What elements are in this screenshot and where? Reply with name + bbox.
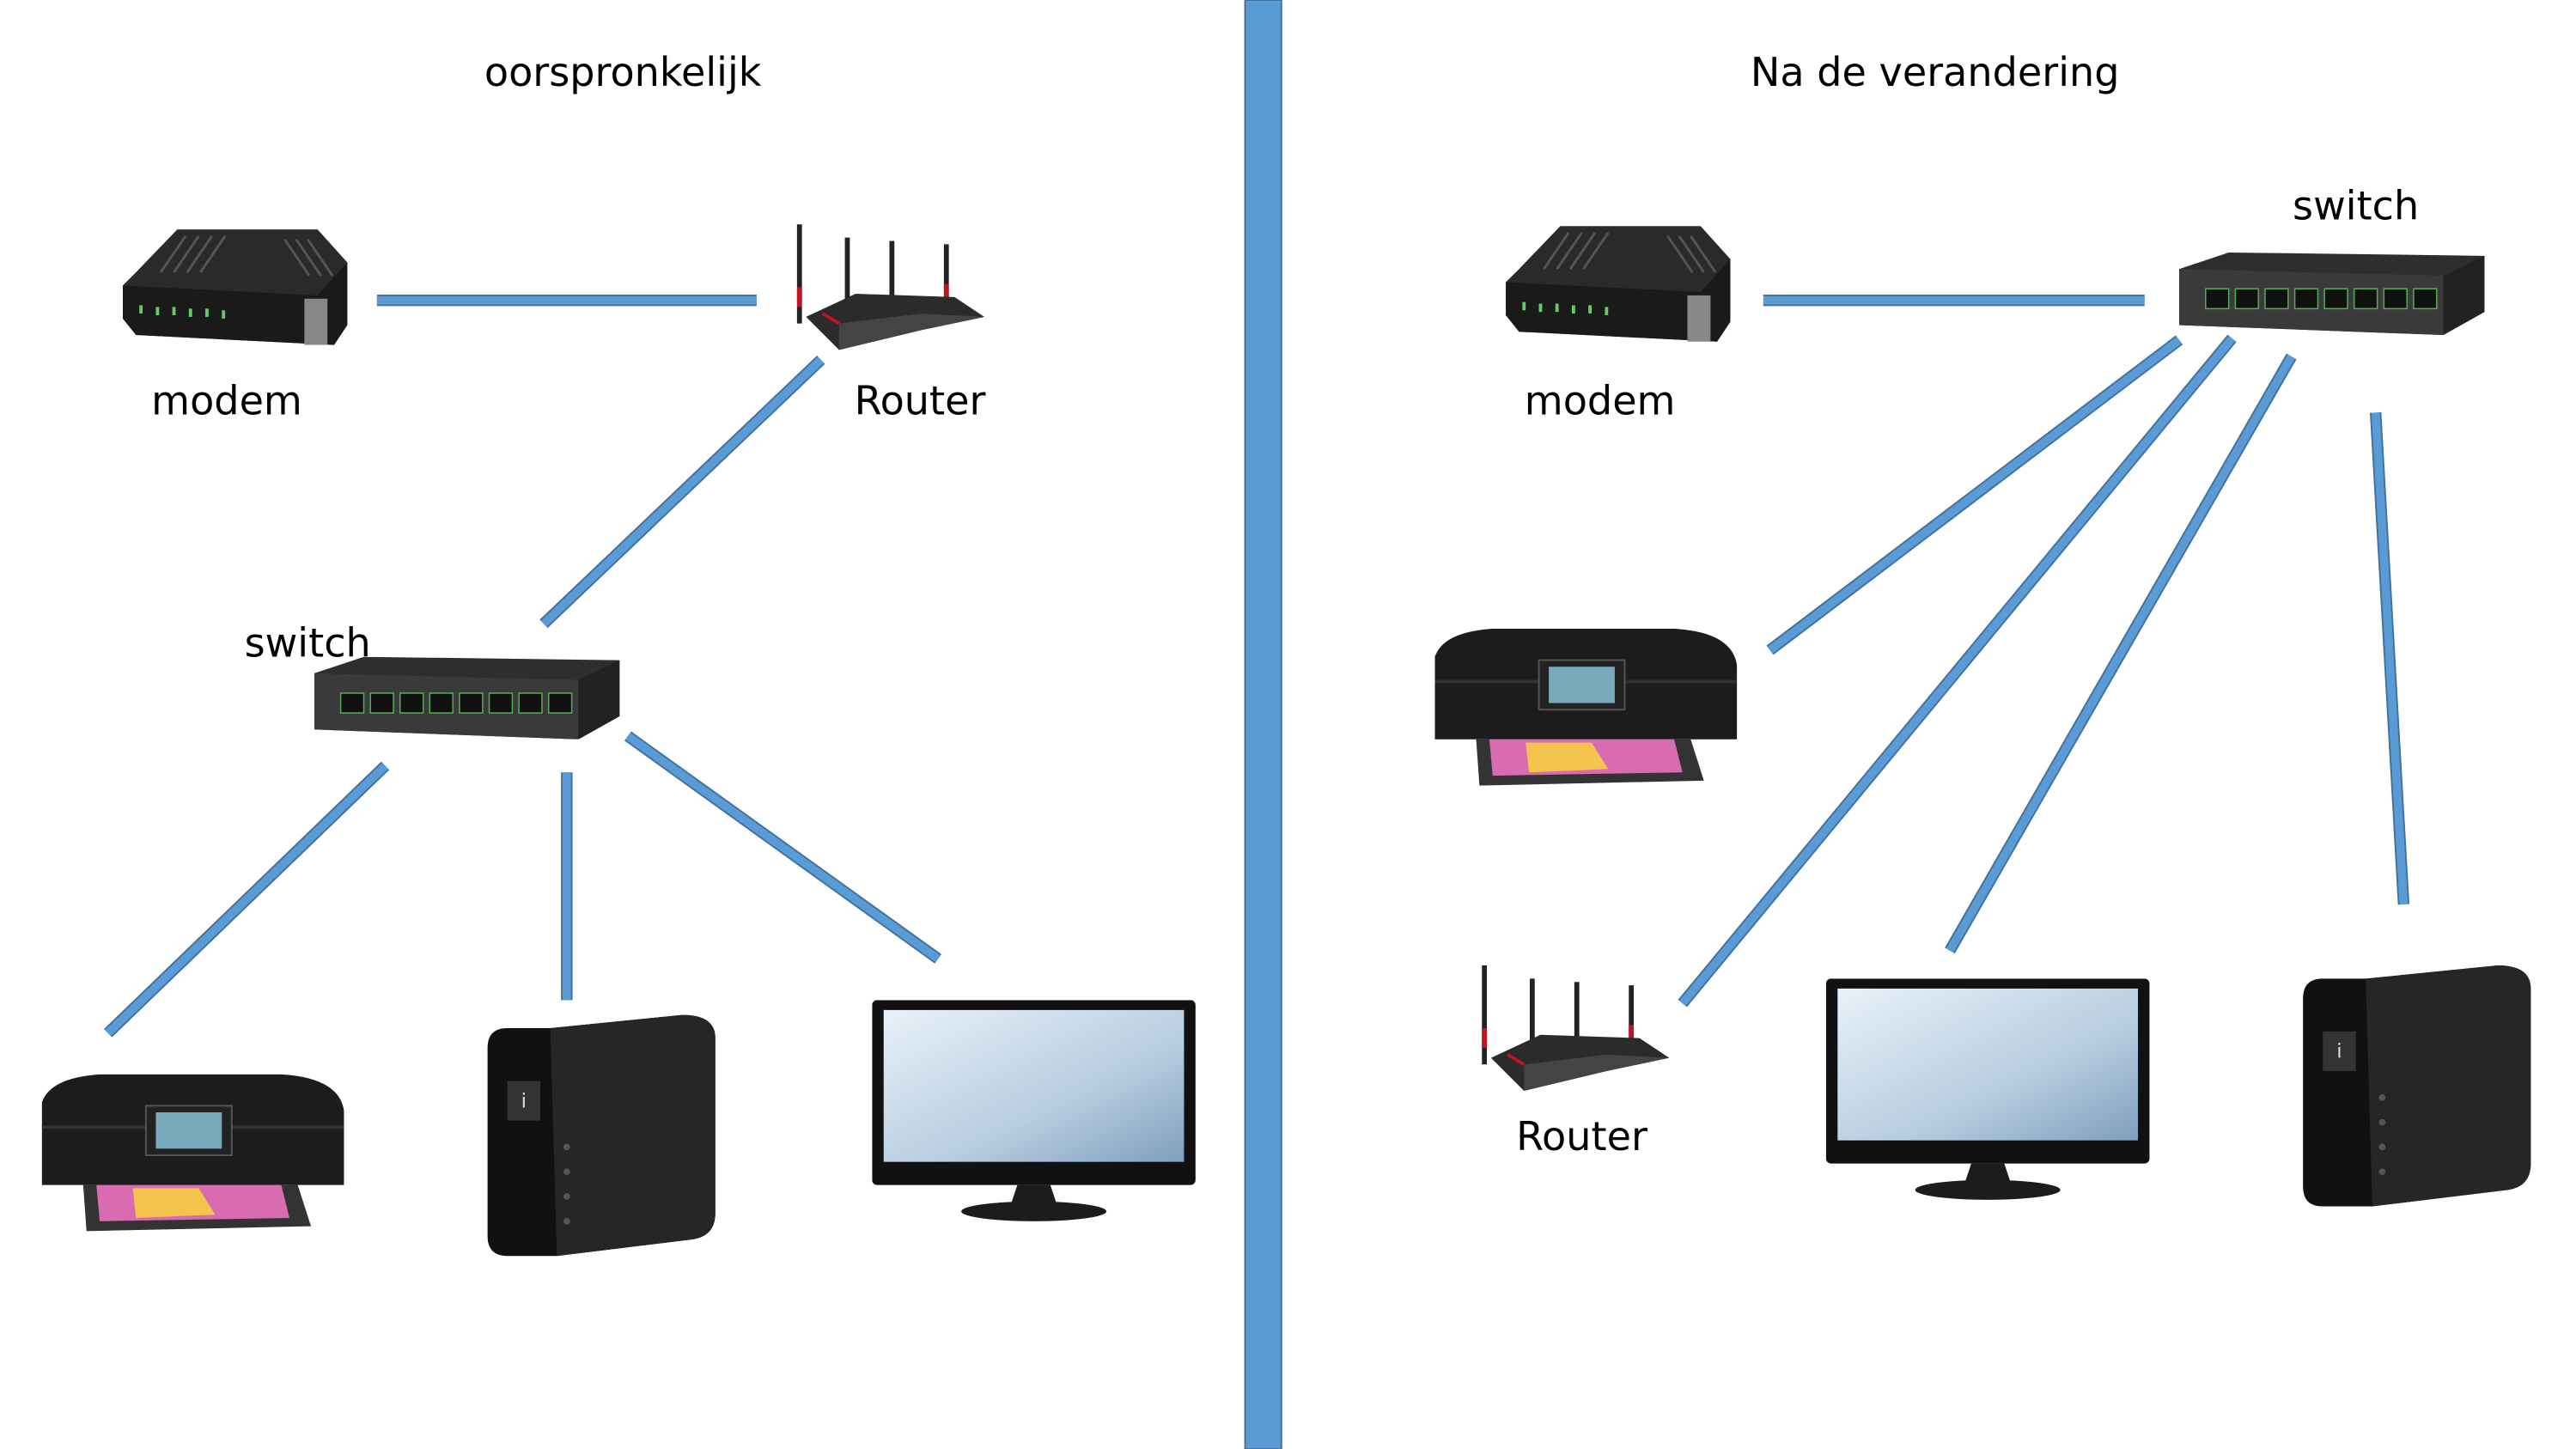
left-switch-label: switch [245, 620, 371, 667]
router-icon [1484, 965, 1669, 1091]
right-switch-label: switch [2293, 183, 2419, 229]
monitor-icon [1825, 978, 2150, 1200]
right-title: Na de verandering [1751, 49, 2120, 95]
switch-icon [2179, 252, 2485, 336]
printer-icon [1433, 627, 1739, 786]
modem-icon [1504, 224, 1732, 344]
link-switch-printer [1767, 336, 2182, 654]
left-modem-label: modem [151, 377, 302, 423]
printer-icon [40, 1072, 346, 1232]
left-router-label: Router [855, 377, 986, 423]
link-router-switch [540, 356, 825, 627]
right-panel: Na de verandering modem switch Router [1433, 49, 2531, 1207]
right-modem-label: modem [1525, 377, 1676, 423]
connection-links [104, 294, 2410, 1038]
nas-icon [2303, 965, 2531, 1207]
link-switch-nas [2371, 412, 2409, 905]
link-switch-printer [105, 763, 388, 1037]
switch-icon [314, 656, 620, 740]
modem-icon [121, 228, 349, 347]
right-router-label: Router [1516, 1113, 1647, 1160]
link-switch-router [1679, 335, 2236, 1007]
link-switch-monitor [625, 733, 941, 963]
nas-icon [487, 1014, 716, 1257]
left-panel: oorspronkelijk modem Router switch [40, 49, 1196, 1257]
monitor-icon [872, 1000, 1196, 1221]
router-icon [800, 224, 984, 350]
left-title: oorspronkelijk [484, 49, 762, 95]
link-switch-monitor [1946, 354, 2295, 953]
center-divider [1244, 0, 1282, 1449]
